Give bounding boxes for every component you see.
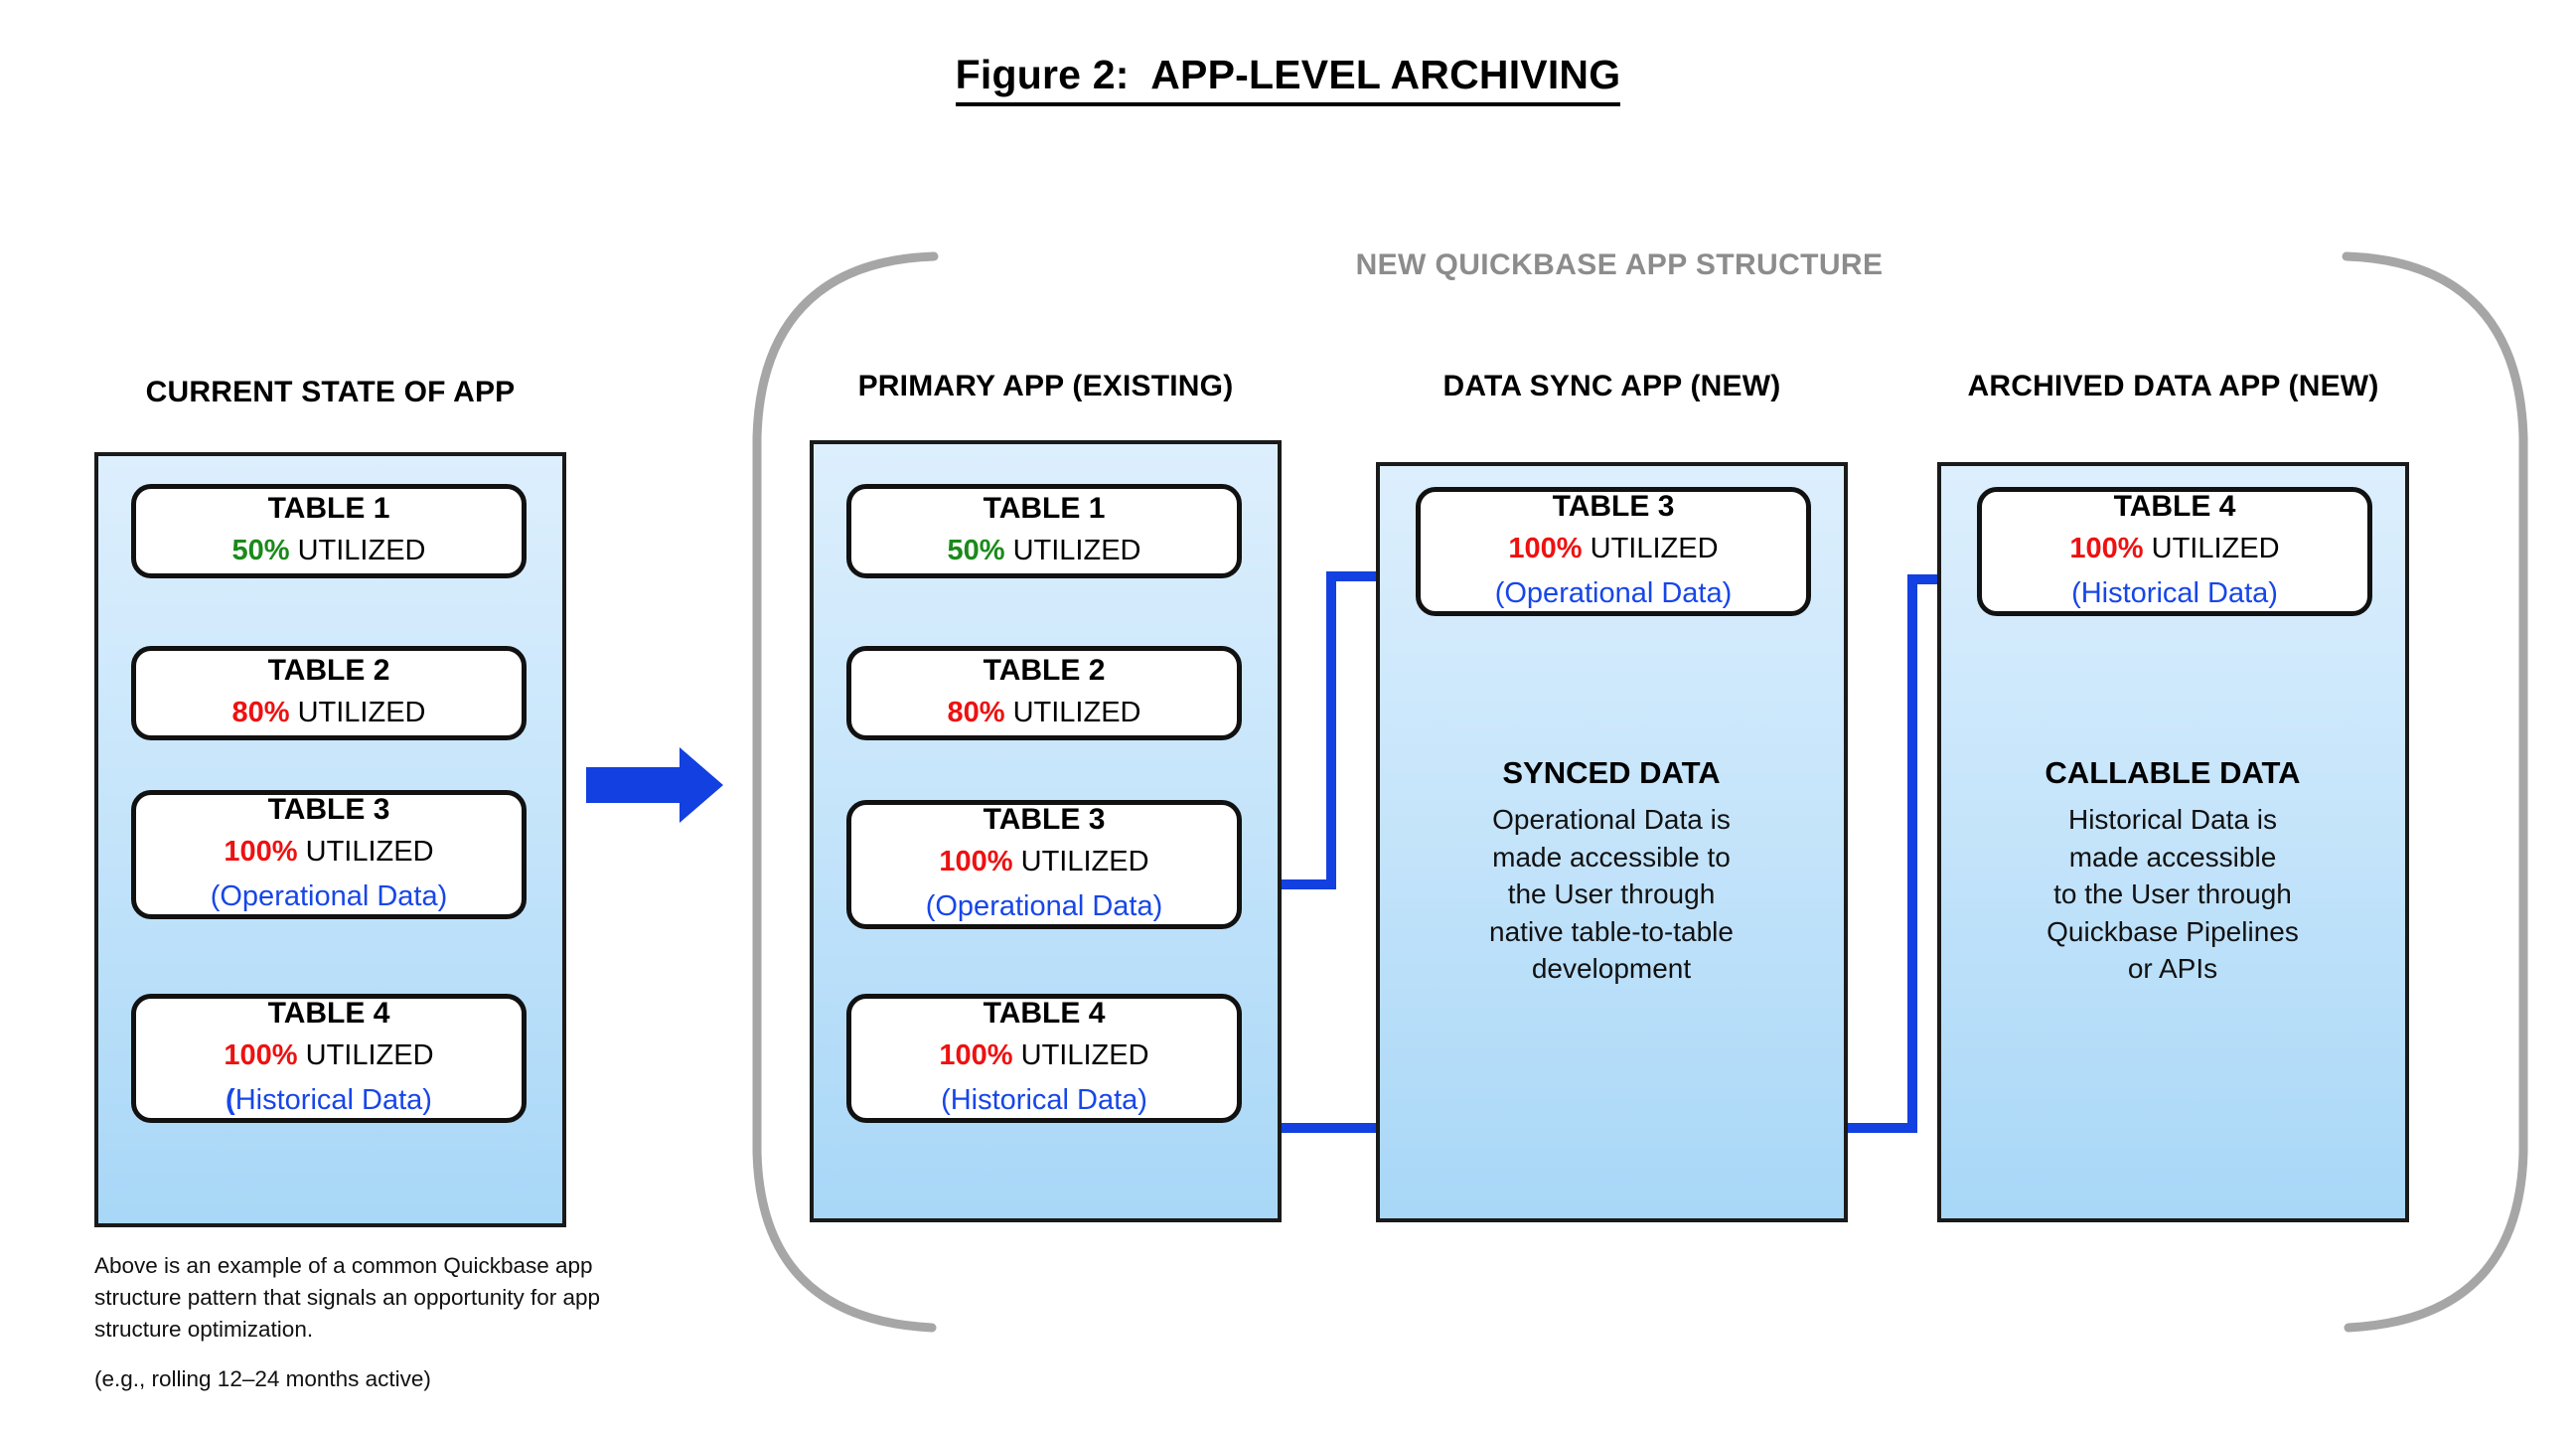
table-card-title: TABLE 3: [267, 792, 390, 826]
table-card-title: TABLE 4: [267, 996, 390, 1030]
utilization-percent: 80%: [947, 697, 1005, 729]
utilization-percent: 100%: [939, 845, 1013, 877]
utilization-percent: 100%: [1508, 532, 1583, 564]
caption: Above is an example of a common Quickbas…: [94, 1250, 611, 1395]
utilization-label: UTILIZED: [2143, 532, 2280, 564]
table-card-title: TABLE 2: [267, 654, 390, 688]
utilization-label: UTILIZED: [289, 697, 426, 729]
utilization-percent: 50%: [947, 535, 1005, 567]
caption-line-2: (e.g., rolling 12–24 months active): [94, 1365, 431, 1391]
table-card-sync-table-3[interactable]: TABLE 3 100% UTILIZED (Operational Data): [1416, 487, 1811, 616]
utilization-percent: 100%: [224, 1038, 298, 1071]
utilization-label: UTILIZED: [1004, 535, 1141, 567]
table-card-primary-table-3[interactable]: TABLE 3 100% UTILIZED (Operational Data): [846, 800, 1242, 929]
utilization-label: UTILIZED: [1012, 1038, 1149, 1071]
utilization-label: UTILIZED: [297, 835, 434, 868]
panel-body-callable-data: CALLABLE DATA Historical Data is made ac…: [1974, 755, 2371, 988]
table-card-title: TABLE 3: [1552, 489, 1675, 523]
table-card-title: TABLE 4: [983, 996, 1106, 1030]
table-card-note-rest: Historical Data): [234, 1084, 432, 1117]
table-card-primary-table-4[interactable]: TABLE 4 100% UTILIZED (Historical Data): [846, 994, 1242, 1123]
table-card-archived-table-4[interactable]: TABLE 4 100% UTILIZED (Historical Data): [1977, 487, 2372, 616]
column-heading-primary: PRIMARY APP (EXISTING): [857, 370, 1234, 402]
table-card-utilization: 80% UTILIZED: [231, 695, 425, 732]
column-heading-data-sync: DATA SYNC APP (NEW): [1442, 370, 1781, 402]
utilization-label: UTILIZED: [297, 1038, 434, 1071]
utilization-label: UTILIZED: [289, 535, 426, 567]
table-card-note: (Operational Data): [1494, 577, 1733, 610]
table-card-note: (Historical Data): [941, 1084, 1147, 1117]
table-card-note: (Historical Data): [226, 1082, 432, 1120]
table-card-utilization: 100% UTILIZED: [1508, 531, 1718, 568]
table-card-current-table-3[interactable]: TABLE 3 100% UTILIZED (Operational Data): [131, 790, 527, 919]
table-card-primary-table-2[interactable]: TABLE 2 80% UTILIZED: [846, 646, 1242, 740]
table-card-note: (Operational Data): [210, 880, 448, 913]
table-card-utilization: 80% UTILIZED: [947, 695, 1140, 732]
caption-line-1: Above is an example of a common Quickbas…: [94, 1253, 601, 1342]
table-card-title: TABLE 1: [267, 492, 390, 526]
utilization-label: UTILIZED: [1004, 697, 1141, 729]
utilization-percent: 100%: [224, 835, 298, 868]
column-heading-archived: ARCHIVED DATA APP (NEW): [1967, 370, 2379, 402]
panel-body-synced-data: SYNCED DATA Operational Data is made acc…: [1413, 755, 1810, 988]
utilization-label: UTILIZED: [1012, 845, 1149, 877]
table-card-utilization: 100% UTILIZED: [939, 844, 1148, 881]
table-card-note: (Historical Data): [2071, 577, 2278, 610]
utilization-label: UTILIZED: [1582, 532, 1719, 564]
figure-title: Figure 2: APP-LEVEL ARCHIVING: [0, 52, 2576, 106]
table-card-current-table-4[interactable]: TABLE 4 100% UTILIZED (Historical Data): [131, 994, 527, 1123]
table-card-primary-table-1[interactable]: TABLE 1 50% UTILIZED: [846, 484, 1242, 578]
utilization-percent: 80%: [231, 697, 290, 729]
column-heading-current: CURRENT STATE OF APP: [145, 376, 516, 408]
utilization-percent: 100%: [939, 1038, 1013, 1071]
figure-title-text: Figure 2: APP-LEVEL ARCHIVING: [955, 52, 1621, 106]
table-card-current-table-1[interactable]: TABLE 1 50% UTILIZED: [131, 484, 527, 578]
panel-body-title: CALLABLE DATA: [2045, 755, 2301, 790]
panel-body-text: Historical Data is made accessible to th…: [2046, 804, 2299, 985]
table-card-utilization: 100% UTILIZED: [224, 834, 433, 872]
table-card-current-table-2[interactable]: TABLE 2 80% UTILIZED: [131, 646, 527, 740]
table-card-utilization: 50% UTILIZED: [947, 533, 1140, 570]
table-card-utilization: 100% UTILIZED: [939, 1037, 1148, 1075]
table-card-note: (Operational Data): [925, 890, 1163, 923]
utilization-percent: 50%: [231, 535, 290, 567]
table-card-title: TABLE 4: [2113, 489, 2236, 523]
table-card-title: TABLE 2: [983, 654, 1106, 688]
transform-arrow: [586, 747, 723, 823]
table-card-utilization: 50% UTILIZED: [231, 533, 425, 570]
table-card-utilization: 100% UTILIZED: [224, 1037, 433, 1075]
panel-body-title: SYNCED DATA: [1502, 755, 1721, 790]
table-card-title: TABLE 3: [983, 802, 1106, 836]
group-label: NEW QUICKBASE APP STRUCTURE: [1355, 248, 1884, 281]
table-card-note-lead: (: [226, 1084, 235, 1117]
utilization-percent: 100%: [2069, 532, 2144, 564]
table-card-title: TABLE 1: [983, 492, 1106, 526]
table-card-utilization: 100% UTILIZED: [2069, 531, 2279, 568]
panel-body-text: Operational Data is made accessible to t…: [1489, 804, 1734, 985]
